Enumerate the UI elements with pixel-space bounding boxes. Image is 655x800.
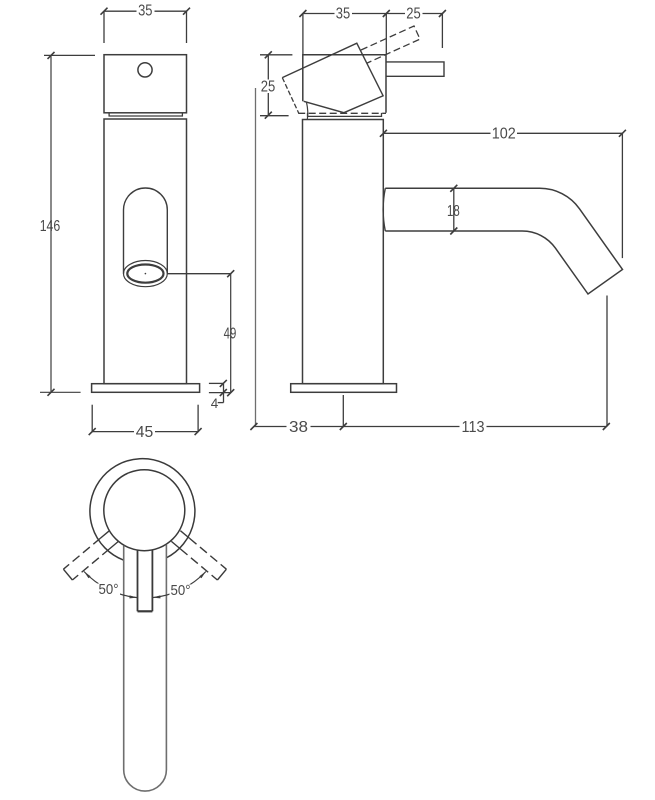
svg-text:49: 49 [224, 326, 237, 343]
svg-text:35: 35 [138, 3, 152, 20]
svg-text:4: 4 [211, 396, 219, 411]
svg-text:18: 18 [447, 203, 460, 220]
svg-text:35: 35 [336, 5, 350, 22]
svg-text:102: 102 [492, 125, 516, 142]
svg-text:113: 113 [462, 419, 485, 436]
svg-text:25: 25 [261, 78, 276, 95]
svg-text:50°: 50° [99, 581, 119, 598]
svg-text:38: 38 [289, 419, 308, 436]
svg-text:146: 146 [40, 218, 61, 235]
svg-text:25: 25 [406, 5, 421, 22]
svg-text:45: 45 [136, 424, 154, 441]
svg-text:50°: 50° [171, 582, 191, 599]
